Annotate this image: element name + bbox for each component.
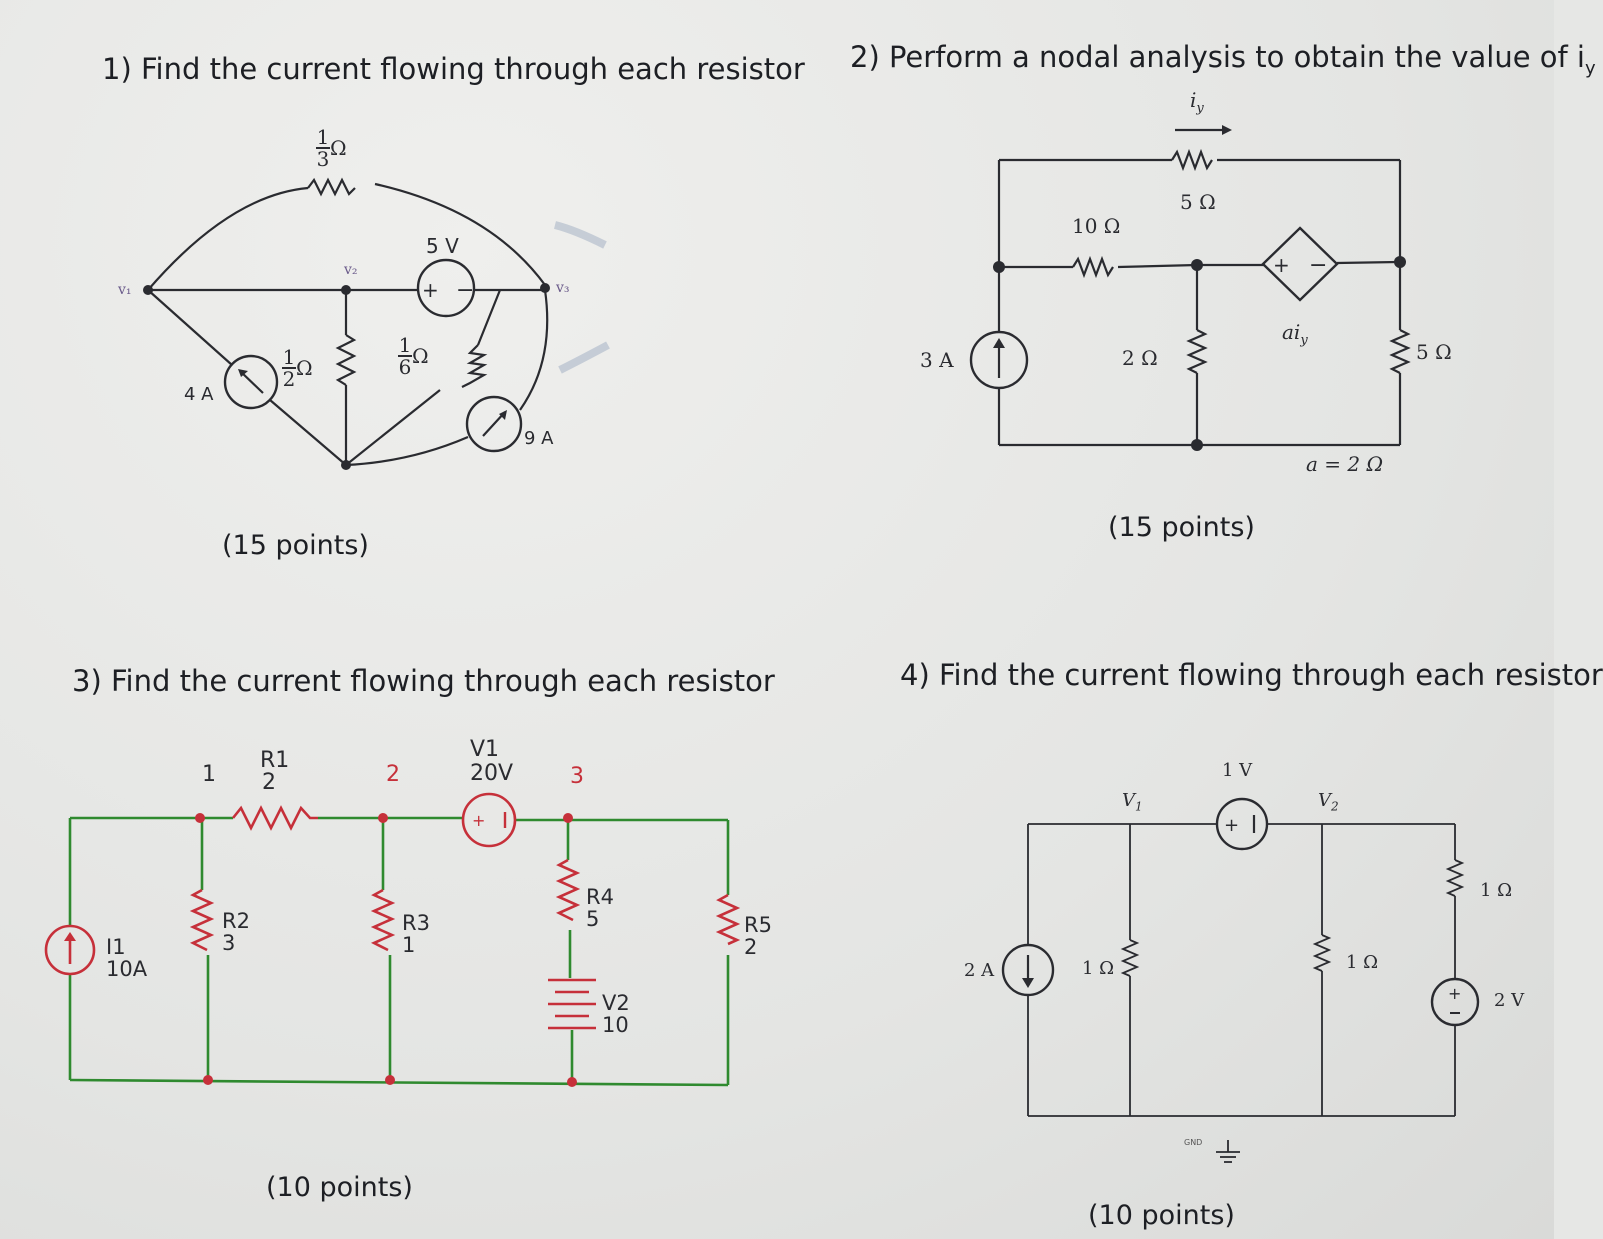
c1-r-left-label: 1 2 Ω [282, 345, 313, 391]
problem-3-title: 3) Find the current flowing through each… [72, 664, 775, 698]
problem-1-title: 1) Find the current flowing through each… [102, 52, 805, 86]
c1-node-v1: v₁ [118, 282, 132, 298]
c1-isrc-left-label: 4 A [184, 384, 214, 405]
c4-vsrc-right-label: 2 V [1494, 990, 1525, 1011]
problem-2-title: 2) Perform a nodal analysis to obtain th… [850, 40, 1596, 79]
c4-r-right-label: 1 Ω [1480, 880, 1513, 901]
c4-isrc-label: 2 A [964, 960, 995, 981]
c1-isrc-right-label: 9 A [524, 428, 554, 449]
c3-node-2: 2 [386, 762, 400, 787]
problem-2-points: (15 points) [1108, 512, 1255, 543]
problem-1-points: (15 points) [222, 530, 369, 561]
c3-node-3: 3 [570, 764, 584, 789]
problem-3-points: (10 points) [266, 1172, 413, 1203]
c1-r-right-label: 1 6 Ω [398, 333, 429, 379]
c1-node-v3: v₃ [556, 280, 570, 296]
c4-vsrc-top-label: 1 V [1222, 760, 1253, 781]
problem-4-title: 4) Find the current flowing through each… [900, 658, 1603, 692]
c2-r-10-label: 10 Ω [1072, 214, 1121, 238]
c2-dep-label: aiy [1282, 320, 1308, 348]
problem-4-points: (10 points) [1088, 1200, 1235, 1231]
c2-r-2-label: 2 Ω [1122, 346, 1158, 370]
c4-r-mid-label: 1 Ω [1346, 952, 1379, 973]
worksheet-page [0, 0, 1554, 1239]
c4-node-v2: V2 [1318, 790, 1339, 814]
c4-node-v1: V1 [1122, 790, 1143, 814]
c1-vsrc-label: 5 V [426, 234, 459, 258]
c2-iy-label: iy [1190, 88, 1204, 116]
c2-isrc-label: 3 A [920, 348, 954, 372]
c2-a-value: a = 2 Ω [1306, 452, 1384, 476]
c2-r-top-label: 5 Ω [1180, 190, 1216, 214]
c4-r-left-label: 1 Ω [1082, 958, 1115, 979]
c3-node-1: 1 [202, 762, 216, 787]
c4-gnd-label: GND [1184, 1138, 1203, 1147]
c2-r-right-label: 5 Ω [1416, 340, 1452, 364]
c1-r-top-label: 1 3 Ω [316, 125, 347, 171]
c1-node-v2: v₂ [344, 262, 358, 278]
